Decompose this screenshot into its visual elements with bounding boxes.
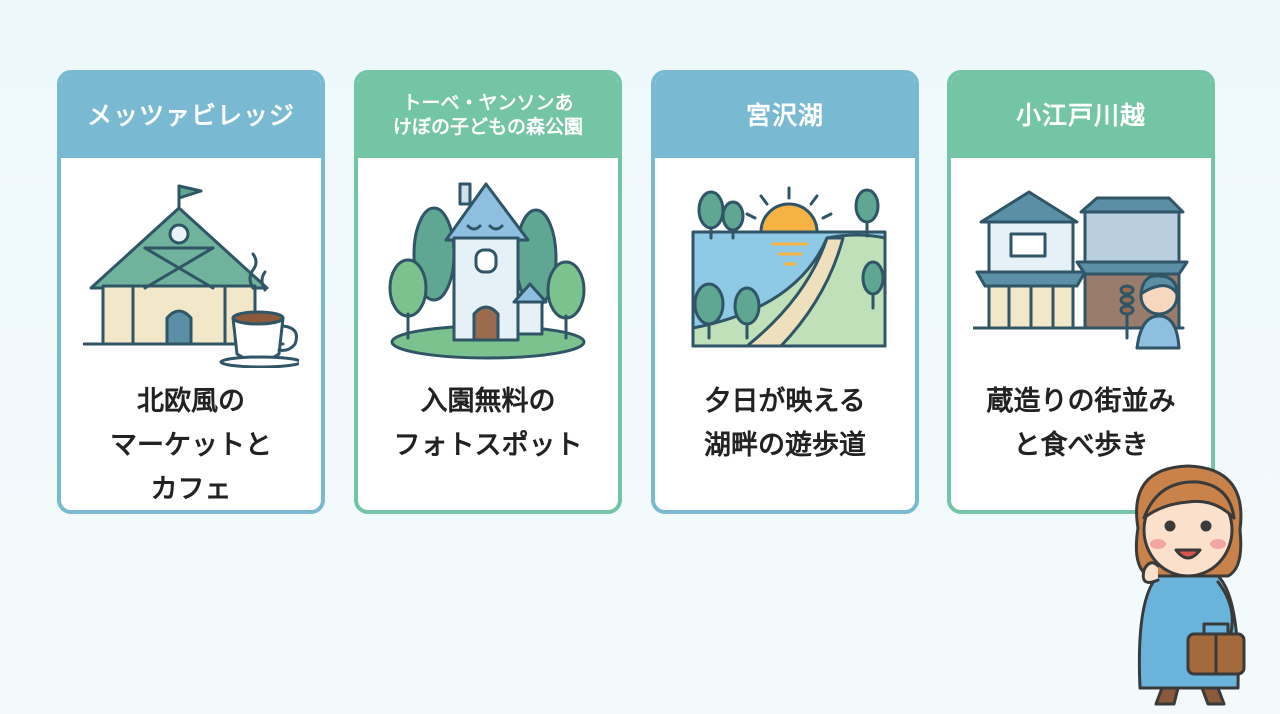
card-description: 入園無料の フォトスポット: [393, 386, 583, 461]
card-title: 小江戸川越: [951, 74, 1211, 158]
card-koedo-kawagoe: 小江戸川越 蔵造りの街並み と食べ歩き: [947, 70, 1215, 514]
traveler-girl-illustration: [1134, 464, 1246, 706]
old-town-street-icon: [973, 190, 1189, 350]
card-description: 蔵造りの街並み と食べ歩き: [986, 386, 1176, 461]
lake-sunset-icon: [691, 186, 887, 348]
fairytale-house-icon: [388, 182, 586, 360]
lodge-and-coffee-icon: [83, 184, 299, 368]
card-description: 北欧風の マーケットと カフェ: [110, 386, 272, 505]
card-description: 夕日が映える 湖畔の遊歩道: [704, 386, 866, 461]
card-tove-jansson-park: トーベ・ヤンソンあ けぼの子どもの森公園 入園無料の フォトスポット: [354, 70, 622, 514]
card-miyazawa-lake: 宮沢湖 夕日が映える 湖畔の遊歩道: [651, 70, 919, 514]
card-metsa-village: メッツァビレッジ 北欧風の マーケットと カフェ: [57, 70, 325, 514]
card-title: メッツァビレッジ: [61, 74, 321, 158]
card-title: 宮沢湖: [655, 74, 915, 158]
card-title: トーベ・ヤンソンあ けぼの子どもの森公園: [358, 74, 618, 158]
